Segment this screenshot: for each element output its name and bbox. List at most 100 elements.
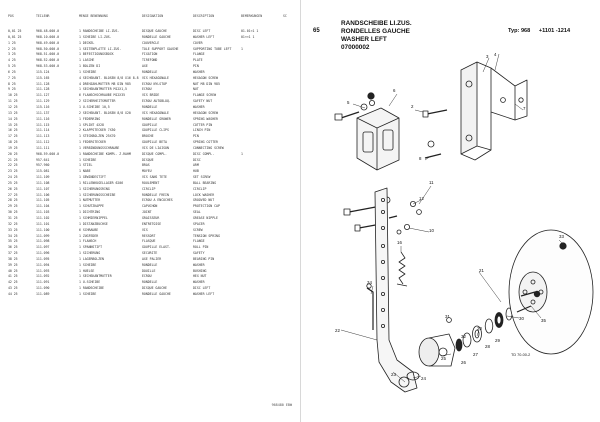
table-cell: 4 DREHZAHLMUTTER M8 DIN 985 <box>79 81 131 86</box>
table-cell: WASHER LEFT <box>193 291 215 296</box>
table-cell: 1 SCHUTZKAPPE <box>79 204 104 209</box>
table-cell: 31 25 <box>8 216 18 220</box>
callout-35: 35 <box>541 318 546 323</box>
table-cell: 4 25 <box>8 58 16 63</box>
table-cell: RONDELLE <box>142 69 158 74</box>
table-cell: 11 25 <box>8 99 18 104</box>
table-cell: FLANGE SCREW <box>193 93 217 98</box>
table-cell: 111.129 <box>36 99 50 104</box>
table-cell: 0,01 25 <box>8 34 22 39</box>
bearing-stack-drawing <box>446 307 513 352</box>
table-cell: 111.098 <box>36 239 50 244</box>
table-cell: 13 25 <box>8 110 18 115</box>
table-cell: 28 25 <box>8 198 18 203</box>
table-cell: 33 25 <box>8 227 18 232</box>
table-cell: ROLL PIN <box>193 245 209 250</box>
table-cell: 1 GEWINDESTIFT <box>79 175 106 180</box>
table-cell: CONNECTING SCREW <box>193 145 224 150</box>
table-cell: PIN <box>193 64 199 69</box>
table-cell: 111.109 <box>36 175 50 180</box>
callout-12: 12 <box>419 196 424 201</box>
table-cell: 111.097 <box>36 245 50 250</box>
table-cell: 111.105 <box>36 198 50 203</box>
title-line-fr: RONDELLES GAUCHE <box>341 28 410 35</box>
table-cell: 111.096 <box>36 251 50 256</box>
table-cell: 968.53.000.0 <box>36 64 60 69</box>
disc-drawing <box>508 229 594 355</box>
table-cell: 23 25 <box>8 169 18 174</box>
table-cell: BROCHE <box>142 134 154 139</box>
table-cell: 111.116 <box>36 116 50 121</box>
table-cell: SAFETY NUT <box>193 99 213 104</box>
table-cell: FLANGE <box>193 52 205 57</box>
table-cell: ECROU AUTOBLOQ. <box>142 99 171 104</box>
table-cell: 01<<1 1 <box>241 34 255 39</box>
table-cell: BEARING PIN <box>193 256 215 261</box>
callout-34: 34 <box>367 280 372 285</box>
table-cell: 40 25 <box>8 268 18 273</box>
table-cell: 1 SICHERUNGSRING <box>79 186 110 191</box>
callout-32: 32 <box>461 334 466 339</box>
table-cell: LOCK WASHER <box>193 192 215 197</box>
table-cell: 1 SPLINT 4X28 <box>79 122 104 127</box>
table-cell: 1 FEDERSTECKER <box>79 140 106 145</box>
col-designation: DESIGNATION <box>142 14 164 18</box>
title-line-de: RANDSCHEIBE LI.ZUS. <box>341 20 412 27</box>
table-cell: 41 25 <box>8 274 18 279</box>
col-qty-name: MENGE BENENNUNG <box>79 14 108 18</box>
table-cell: RONDELLE FREIN <box>142 192 169 197</box>
table-cell: VIS BRIDE <box>142 93 160 98</box>
table-cell: 111.128 <box>36 87 50 92</box>
table-cell: 1 BOLZEN DI <box>79 64 101 69</box>
table-cell: 0,01 25 <box>8 29 22 33</box>
table-cell: 3 25 <box>8 52 16 57</box>
table-cell: 1 RILLENKUGELLAGER 6206 <box>79 180 124 185</box>
table-cell: DISC LEFT <box>193 286 211 291</box>
table-cell: 115.081 <box>36 169 50 174</box>
table-cell: DISQUE <box>142 157 154 162</box>
table-cell: 1 STECKBOLZEN 25X70 <box>79 134 116 139</box>
table-cell: 111.092 <box>36 274 50 279</box>
table-cell: 2 SECHSKANT. BLOSEN 8/8 X20 <box>79 110 131 115</box>
col-description: DESCRIPTION <box>193 14 215 18</box>
table-cell: 111.112 <box>36 140 50 145</box>
table-cell: PROTECTION CAP <box>193 204 220 209</box>
table-cell: WASHER <box>193 104 205 109</box>
table-cell: LINCH PIN <box>193 128 211 133</box>
title-code: 07000002 <box>341 44 370 51</box>
col-part-number: TEILENR <box>36 14 50 18</box>
table-cell: HUB <box>193 169 199 174</box>
table-cell: 39 25 <box>8 262 18 267</box>
table-cell: RONDELLE <box>142 280 158 285</box>
callout-3: 3 <box>486 54 489 59</box>
table-cell: JOINT <box>142 210 152 215</box>
table-cell: 1 SICHERUNG <box>79 251 101 256</box>
callout-23: 23 <box>391 372 396 377</box>
table-cell: AXE <box>142 64 148 69</box>
table-cell: ECROU <box>142 274 152 279</box>
table-cell: 111.137 <box>36 110 50 115</box>
mounting-plate-drawing <box>356 107 400 171</box>
table-cell: 1 NUTMUTTER <box>79 198 101 203</box>
callout-24: 24 <box>421 376 426 381</box>
table-cell: 111.106 <box>36 192 50 197</box>
callout-16: 16 <box>397 240 402 245</box>
table-cell: 115.116 <box>36 104 50 109</box>
callout-5: 5 <box>347 100 350 105</box>
table-cell: 44 25 <box>8 291 18 296</box>
table-cell: GRAISSEUR <box>142 216 160 220</box>
callout-2: 2 <box>411 104 414 109</box>
table-cell: VIS DE LIAISON <box>142 145 169 150</box>
